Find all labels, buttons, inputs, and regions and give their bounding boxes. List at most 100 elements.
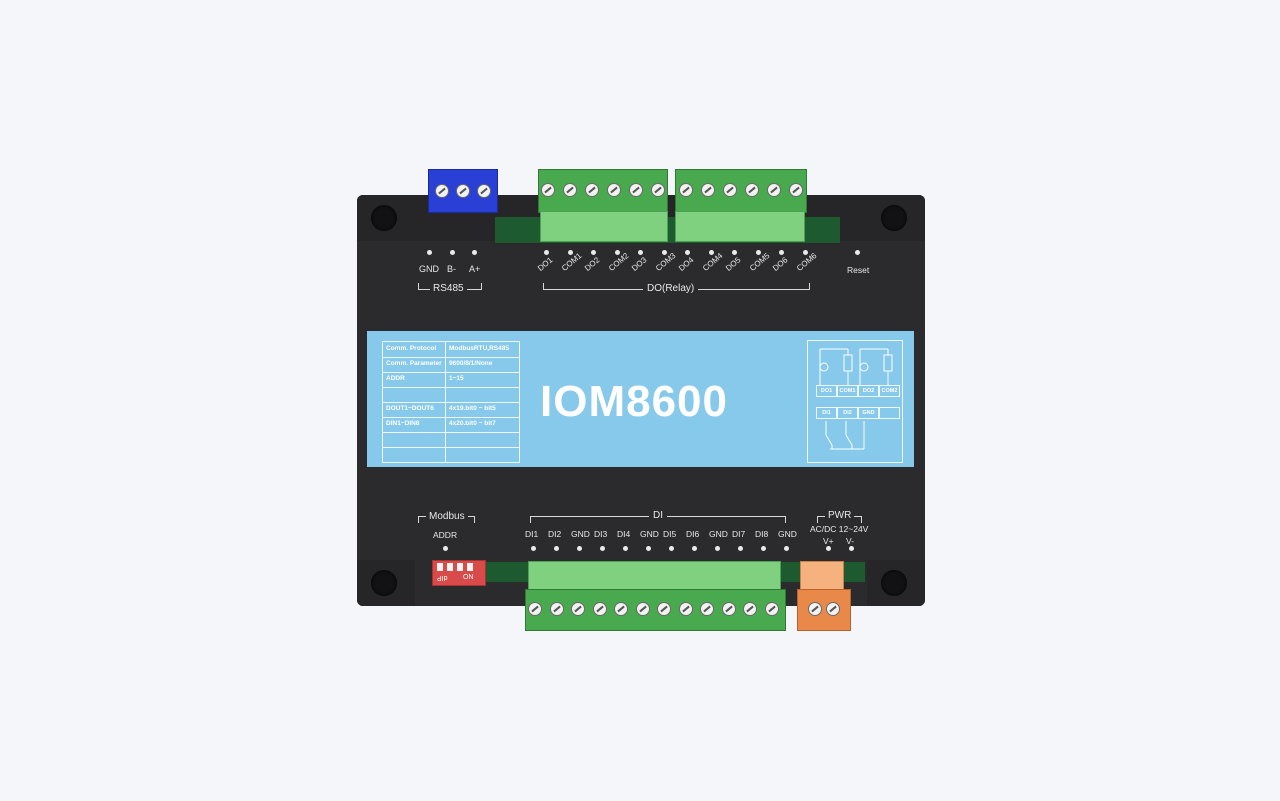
di-pin-label: DI4 xyxy=(617,529,631,539)
relay-pin-dot xyxy=(638,250,643,255)
pwr-pin-vminus: V- xyxy=(846,536,855,546)
rs485-pin-b: B- xyxy=(447,264,456,274)
spec-value: 9600/8/1/None xyxy=(449,360,493,367)
relay-terminal-block-left xyxy=(538,169,668,213)
mounting-ear-bottom-right xyxy=(867,560,925,606)
model-name: IOM8600 xyxy=(540,377,728,426)
pwr-dot-vminus xyxy=(849,546,854,551)
terminal-screw xyxy=(541,183,555,197)
di-pin-label: DI2 xyxy=(548,529,562,539)
mounting-ear-top-left xyxy=(357,195,415,241)
rs485-pin-dot xyxy=(450,250,455,255)
dip-switch[interactable]: dIP ON xyxy=(432,560,486,586)
relay-pin-dot xyxy=(661,250,667,255)
reset-button[interactable] xyxy=(855,250,860,255)
rs485-pin-a: A+ xyxy=(469,264,481,274)
di-pin-label: DI1 xyxy=(525,529,539,539)
spec-row-line xyxy=(383,372,519,373)
di-pin-label: DI3 xyxy=(594,529,608,539)
pwr-pin-vplus: V+ xyxy=(823,536,834,546)
relay-pin-dot xyxy=(732,250,737,255)
di-terminal-base xyxy=(528,561,781,591)
relay-pin-dot xyxy=(779,250,784,255)
rs485-terminal-block xyxy=(428,169,498,213)
terminal-screw xyxy=(678,602,693,616)
di-pin-label: GND xyxy=(778,529,797,539)
spec-key: Comm. Parameter xyxy=(386,360,442,367)
relay-pin-dot xyxy=(591,250,596,255)
power-terminal-base xyxy=(800,561,844,591)
terminal-screw xyxy=(614,602,628,616)
di-pin-dot xyxy=(600,546,605,551)
terminal-screw xyxy=(764,602,779,616)
product-label-panel xyxy=(367,331,914,467)
dip-lever[interactable] xyxy=(467,563,473,571)
rs485-pin-dot xyxy=(427,250,432,255)
terminal-screw xyxy=(635,602,650,616)
spec-key: Comm. Protocol xyxy=(386,345,437,352)
pwr-title: PWR xyxy=(825,510,855,521)
terminal-screw xyxy=(743,602,757,616)
di-pin-label: DI6 xyxy=(686,529,700,539)
di-title: DI xyxy=(649,510,667,521)
modbus-addr-label: ADDR xyxy=(433,530,458,540)
spec-key: ADDR xyxy=(386,375,405,382)
mounting-ear-bottom-left xyxy=(357,560,415,606)
terminal-screw xyxy=(808,602,822,616)
di-pin-dot xyxy=(784,546,789,551)
reset-label: Reset xyxy=(847,265,870,275)
terminal-screw xyxy=(571,602,585,616)
terminal-screw xyxy=(701,183,715,197)
terminal-screw xyxy=(477,184,491,198)
spec-row-line xyxy=(383,387,519,388)
spec-key: DOUT1~DOUT6 xyxy=(386,405,434,412)
di-pin-label: DI8 xyxy=(755,529,769,539)
terminal-screw xyxy=(657,602,671,616)
dip-lever[interactable] xyxy=(447,563,453,571)
terminal-screw xyxy=(549,602,564,616)
relay-pin-dot xyxy=(544,250,549,255)
rs485-pin-dot xyxy=(472,250,477,255)
wiring-do-label: DO2 xyxy=(858,385,879,397)
wiring-di-label: DI1 xyxy=(816,407,837,419)
terminal-screw xyxy=(629,183,643,197)
di-pin-dot xyxy=(669,546,674,551)
pwr-dot-vplus xyxy=(826,546,831,551)
di-pin-dot xyxy=(531,546,536,551)
relay-terminal-block-right xyxy=(675,169,807,213)
di-pin-dot xyxy=(623,546,628,551)
terminal-screw xyxy=(745,183,759,197)
relay-terminal-base-right xyxy=(675,211,805,242)
terminal-screw xyxy=(585,183,599,197)
relay-pin-dot xyxy=(708,250,714,255)
relay-pin-dot xyxy=(802,250,808,255)
terminal-screw xyxy=(563,183,577,197)
terminal-screw xyxy=(723,183,737,197)
terminal-screw xyxy=(456,184,470,198)
spec-value: ModbusRTU,RS485 xyxy=(449,345,509,352)
rs485-pin-gnd: GND xyxy=(419,264,439,274)
modbus-title: Modbus xyxy=(426,511,468,522)
dip-lever[interactable] xyxy=(457,563,463,571)
terminal-screw xyxy=(679,183,693,197)
terminal-screw xyxy=(607,183,621,197)
terminal-screw xyxy=(721,602,736,616)
di-pin-dot xyxy=(761,546,766,551)
terminal-screw xyxy=(528,602,542,616)
wiring-do-label: COM1 xyxy=(837,385,858,397)
spec-value: 4x20.bit0 ~ bit7 xyxy=(449,420,496,427)
wiring-di-label: GND xyxy=(858,407,879,419)
dip-lever[interactable] xyxy=(437,563,443,571)
wiring-di-label: DI2 xyxy=(837,407,858,419)
spec-row-line xyxy=(383,402,519,403)
terminal-screw xyxy=(592,602,607,616)
di-pin-dot xyxy=(692,546,697,551)
spec-row-line xyxy=(383,357,519,358)
di-pin-dot xyxy=(646,546,651,551)
terminal-screw xyxy=(651,183,665,197)
relay-title: DO(Relay) xyxy=(643,283,699,294)
relay-pin-dot xyxy=(755,250,761,255)
spec-value: 4x19.bit0 ~ bit5 xyxy=(449,405,496,412)
